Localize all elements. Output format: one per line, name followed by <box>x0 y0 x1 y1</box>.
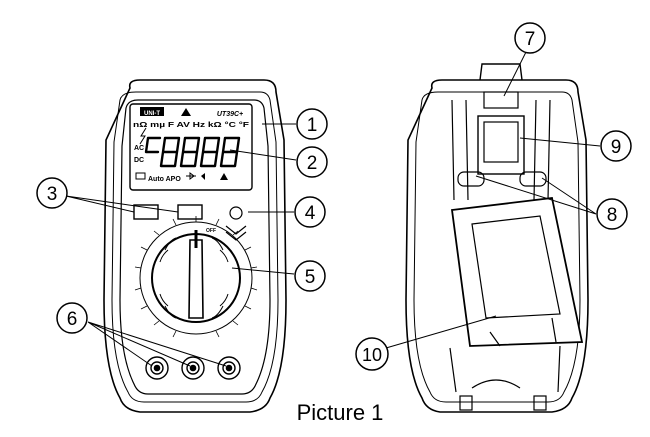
callout-3: 3 <box>36 177 68 209</box>
callout-leaders <box>65 39 601 367</box>
chevron-down-icon <box>225 225 247 241</box>
callout-2: 2 <box>296 146 328 178</box>
callout-8: 8 <box>596 198 628 230</box>
svg-text:1: 1 <box>307 115 318 136</box>
function-button-right[interactable] <box>177 204 203 220</box>
callout-10: 10 <box>355 337 389 371</box>
tilt-stand-notch <box>489 317 557 347</box>
tilt-stand[interactable] <box>450 197 584 347</box>
diode-icon <box>186 172 196 180</box>
svg-text:3: 3 <box>47 184 58 205</box>
figure-caption: Picture 1 <box>297 400 384 425</box>
bottom-foot <box>471 379 521 389</box>
lcd-ac-label: AC <box>134 145 144 152</box>
back-label-plate <box>483 121 519 163</box>
battery-cover <box>449 345 561 393</box>
back-holster-inner <box>413 91 581 403</box>
beep-icon <box>201 173 205 180</box>
lcd-bottom-row-label: Auto APO <box>148 176 181 183</box>
foot-right <box>533 395 547 411</box>
svg-text:2: 2 <box>307 153 318 174</box>
light-sensor <box>229 206 243 220</box>
svg-text:6: 6 <box>67 309 78 330</box>
knob-pointer <box>188 239 204 319</box>
svg-text:5: 5 <box>305 267 316 288</box>
front-holster-inner <box>111 91 279 403</box>
back-view <box>405 63 589 413</box>
dial-scale-ticks <box>134 216 258 338</box>
warning-triangle-icon <box>181 108 191 116</box>
knob-ribs <box>159 237 229 319</box>
callout-markers: 1 2 3 4 5 6 7 8 <box>36 22 632 371</box>
battery-icon <box>135 172 146 180</box>
callout-9: 9 <box>600 130 632 162</box>
front-view <box>103 79 287 413</box>
jack-ma[interactable] <box>217 356 241 380</box>
probe-clip-right <box>519 171 547 187</box>
callout-4: 4 <box>294 196 326 228</box>
svg-text:8: 8 <box>607 205 618 226</box>
lightning-icon <box>139 127 147 145</box>
lcd-top-row-label: nΩ mµ F AV Hz kΩ °C °F <box>133 121 250 129</box>
lcd-dc-label: DC <box>134 157 144 164</box>
front-meter-body <box>119 99 271 395</box>
probe-channel-left <box>451 99 469 201</box>
svg-text:10: 10 <box>362 345 382 365</box>
callout-5: 5 <box>294 260 326 292</box>
back-holster-outline <box>405 79 589 413</box>
callout-6: 6 <box>56 302 88 334</box>
svg-text:4: 4 <box>305 203 316 224</box>
svg-text:9: 9 <box>611 137 622 158</box>
jack-v[interactable] <box>181 356 205 380</box>
tilt-stand-inner <box>471 215 561 319</box>
probe-holder-top <box>483 91 519 109</box>
callout-7: 7 <box>514 22 546 54</box>
brand-label: UNI-T <box>144 111 160 117</box>
top-clip <box>479 63 523 81</box>
lcd-digits <box>144 136 241 168</box>
jack-com[interactable] <box>145 356 169 380</box>
svg-text:7: 7 <box>525 29 536 50</box>
lcd-window <box>129 103 253 191</box>
model-label: UT39C+ <box>217 111 243 118</box>
back-center-recess <box>477 115 525 175</box>
front-holster-outline <box>103 79 287 413</box>
probe-channel-right <box>533 99 551 201</box>
dial-off-label: OFF <box>206 228 216 234</box>
foot-left <box>459 395 473 411</box>
callout-1: 1 <box>296 108 328 140</box>
input-jacks <box>145 356 241 380</box>
alert-icon <box>220 173 228 180</box>
brand-badge <box>140 107 164 116</box>
